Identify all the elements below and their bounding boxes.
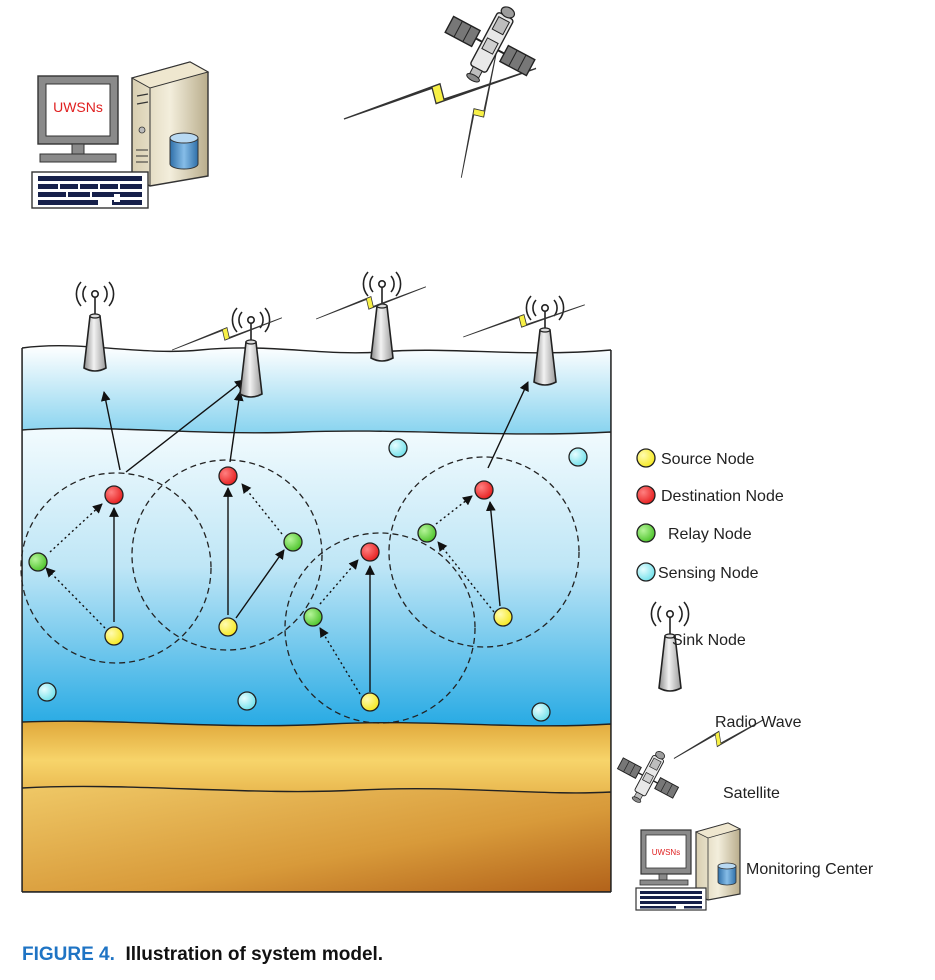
cluster-1 (20, 472, 212, 664)
source-node (360, 692, 380, 712)
legend-source-swatch (636, 448, 656, 468)
relay-node (417, 523, 437, 543)
legend-monitoring-label: Monitoring Center (746, 861, 874, 878)
source-node (493, 607, 513, 627)
destination-node (218, 466, 238, 486)
radio-wave-center-satellite (343, 67, 537, 120)
monitoring-center-top: UWSNs (31, 61, 210, 209)
sensor-nodes (28, 438, 588, 722)
radio-wave-buoy-2-3 (315, 286, 427, 320)
legend-relay-label: Relay Node (668, 526, 752, 543)
cluster-4 (388, 456, 580, 648)
figure-caption: FIGURE 4. Illustration of system model. (22, 944, 383, 966)
legend-screen-label: UWSNs (652, 848, 680, 857)
node-links (45, 379, 529, 695)
relay-node (283, 532, 303, 552)
legend-satellite-icon (607, 736, 691, 817)
destination-node (474, 480, 494, 500)
relay-node (28, 552, 48, 572)
figure-number: FIGURE 4. (22, 944, 115, 965)
radio-links (171, 45, 586, 351)
sink-node-3 (362, 271, 402, 362)
legend: Source Node Destination Node Relay Node … (607, 448, 874, 911)
legend-sink-label: Sink Node (672, 632, 746, 649)
screen-label: UWSNs (53, 99, 103, 115)
legend-radio-label: Radio Wave (715, 714, 802, 731)
legend-destination-label: Destination Node (661, 488, 784, 505)
figure-caption-text: Illustration of system model. (125, 944, 384, 965)
satellite-icon (430, 0, 552, 104)
cluster-2 (131, 459, 323, 651)
radio-wave-buoy-1-2 (171, 317, 283, 351)
source-node (218, 617, 238, 637)
underwater-layer (22, 427, 611, 736)
surface-water-layer (22, 345, 611, 441)
sensing-node (568, 447, 588, 467)
sensing-node (237, 691, 257, 711)
sensing-node (37, 682, 57, 702)
sensing-node (388, 438, 408, 458)
destination-node (104, 485, 124, 505)
sensing-node (531, 702, 551, 722)
legend-sensing-label: Sensing Node (658, 565, 759, 582)
legend-satellite-label: Satellite (723, 785, 780, 802)
seabed-lower-layer (22, 785, 611, 892)
destination-node (360, 542, 380, 562)
legend-destination-swatch (636, 485, 656, 505)
source-node (104, 626, 124, 646)
legend-monitoring-icon: UWSNs (635, 822, 742, 911)
cluster-ranges (20, 456, 580, 724)
legend-sensing-swatch (636, 562, 656, 582)
radio-wave-buoy-3-4 (462, 304, 586, 338)
legend-relay-swatch (636, 523, 656, 543)
seabed-upper-layer (22, 720, 611, 801)
legend-source-label: Source Node (661, 451, 754, 468)
cluster-3 (284, 532, 476, 724)
relay-node (303, 607, 323, 627)
